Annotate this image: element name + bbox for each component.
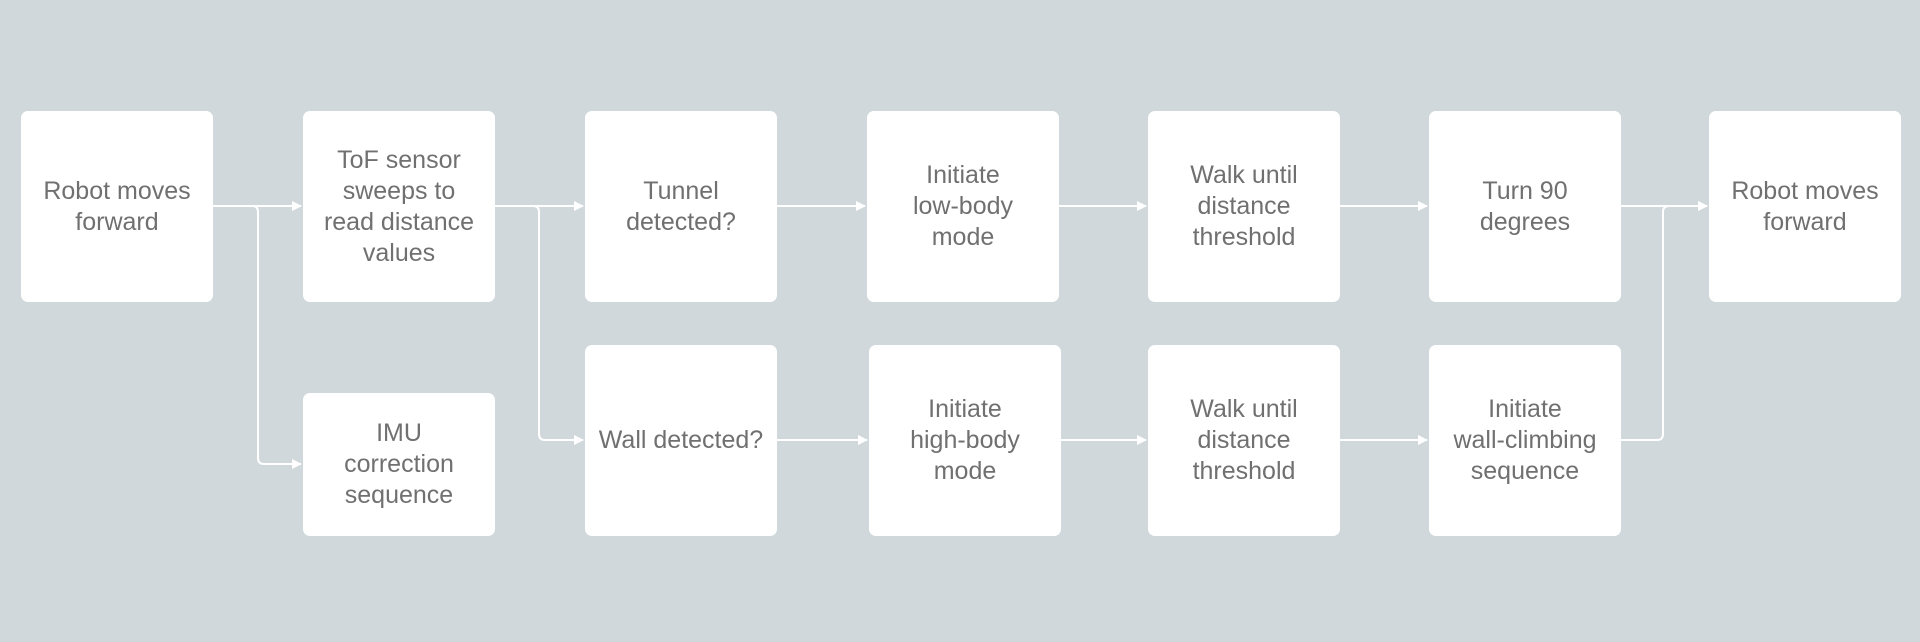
node-robot-moves-forward-start: Robot moves forward xyxy=(21,111,213,302)
node-label: ToF sensor sweeps to read distance value… xyxy=(323,145,475,267)
node-label: Initiate high-body mode xyxy=(910,395,1020,485)
connector-wall-climbing-to-end xyxy=(1621,201,1708,441)
node-wall-climbing-sequence: Initiate wall-climbing sequence xyxy=(1429,345,1621,536)
node-high-body-mode: Initiate high-body mode xyxy=(869,345,1061,536)
node-label: IMU correction sequence xyxy=(344,419,454,509)
node-tof-sensor-sweep: ToF sensor sweeps to read distance value… xyxy=(303,111,495,302)
node-label: Walk until distance threshold xyxy=(1190,395,1298,485)
node-imu-correction: IMU correction sequence xyxy=(303,393,495,536)
node-walk-threshold-bottom: Walk until distance threshold xyxy=(1148,345,1340,536)
node-tunnel-detected: Tunnel detected? xyxy=(585,111,777,302)
node-wall-detected: Wall detected? xyxy=(585,345,777,536)
node-label: Initiate low-body mode xyxy=(912,161,1014,251)
node-turn-90-degrees: Turn 90 degrees xyxy=(1429,111,1621,302)
node-label: Tunnel detected? xyxy=(626,176,736,236)
node-walk-threshold-top: Walk until distance threshold xyxy=(1148,111,1340,302)
node-label: Robot moves forward xyxy=(1731,176,1879,236)
connector-tof-to-wall xyxy=(495,205,584,445)
node-label: Initiate wall-climbing sequence xyxy=(1453,395,1597,485)
connector-start-to-imu xyxy=(213,205,302,469)
node-low-body-mode: Initiate low-body mode xyxy=(867,111,1059,302)
node-label: Robot moves forward xyxy=(43,176,191,236)
node-label: Wall detected? xyxy=(598,426,764,454)
node-label: Turn 90 degrees xyxy=(1479,176,1571,236)
node-label: Walk until distance threshold xyxy=(1190,161,1298,251)
node-robot-moves-forward-end: Robot moves forward xyxy=(1709,111,1901,302)
